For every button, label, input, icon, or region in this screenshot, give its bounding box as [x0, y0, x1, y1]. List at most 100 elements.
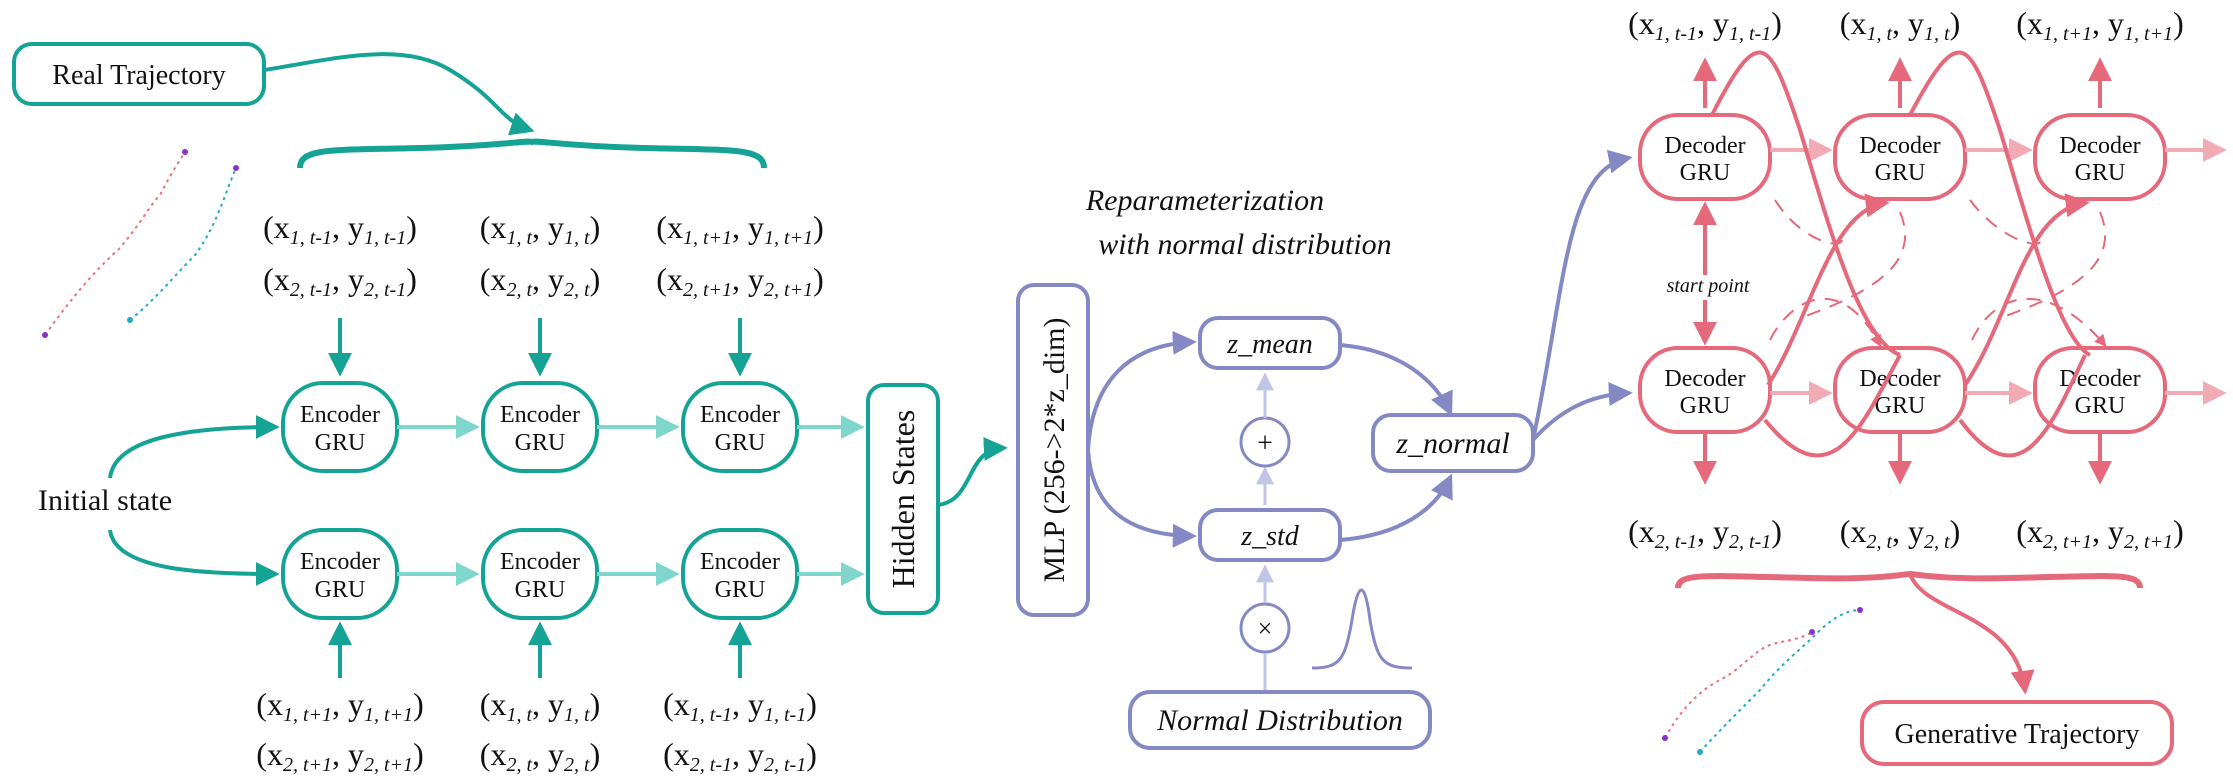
z-normal-box	[1371, 413, 1535, 473]
initial-state-arrow-bottom	[108, 529, 280, 586]
generative-trajectory-thumbnail	[1662, 607, 1863, 755]
gaussian-curve-icon	[1311, 588, 1413, 670]
encoder-label: Encoder	[700, 402, 780, 428]
zstd-to-znormal-arrow	[1339, 473, 1453, 542]
encoder-input-label: (x1, t, y1, t)	[480, 209, 600, 249]
reparam-label-line1: Reparameterization	[1085, 184, 1324, 217]
decoder-label: Decoder	[1859, 366, 1940, 392]
trajectory-point	[42, 332, 48, 338]
encoder-inputs-top: (x1, t-1, y1, t-1) (x1, t, y1, t) (x1, t…	[263, 209, 824, 301]
decoder-label: Decoder	[2059, 133, 2140, 159]
cross-link-dashed	[1774, 199, 1843, 245]
z-std-box	[1198, 508, 1342, 562]
trajectory-point	[182, 149, 188, 155]
decoder-section: (x1, t-1, y1, t-1) (x1, t, y1, t) (x1, t…	[1628, 5, 2227, 766]
decoder-row-2: Decoder GRU Decoder GRU Decoder GRU	[1638, 346, 2227, 434]
zmean-to-znormal-arrow	[1339, 343, 1453, 417]
mlp-to-zstd-arrow	[1086, 449, 1197, 548]
znormal-to-decoder1-arrow	[1531, 149, 1633, 441]
times-label: ×	[1258, 614, 1273, 643]
cross-link-dashed	[1969, 199, 2043, 245]
hidden-states-label: Hidden States	[885, 410, 921, 589]
decoder-label: GRU	[1875, 160, 1926, 186]
trajectory-point	[1662, 735, 1668, 741]
mlp-to-zmean-arrow	[1086, 330, 1197, 451]
encoder-label: Encoder	[300, 549, 380, 575]
generative-trajectory-arrow	[1908, 573, 2035, 695]
decoder-gru-node	[2033, 113, 2167, 201]
encoder-input-label: (x1, t-1, y1, t-1)	[663, 686, 817, 726]
z-std-label: z_std	[1240, 521, 1300, 552]
cross-link-dashed	[1971, 297, 2107, 347]
encoder-section: Real Trajectory (x1, t-1, y1, t-1) (x1, …	[12, 42, 1008, 776]
generative-trajectory-box	[1860, 700, 2174, 766]
decoder-label: Decoder	[1859, 133, 1940, 159]
encoder-label: Encoder	[700, 549, 780, 575]
encoder-label: GRU	[715, 577, 766, 603]
trajectory-red-line	[1664, 631, 1813, 739]
decoder-outputs-top: (x1, t-1, y1, t-1) (x1, t, y1, t) (x1, t…	[1628, 5, 2184, 45]
cross-link-solid	[1763, 354, 1902, 458]
real-trajectory-box	[12, 42, 266, 106]
decoder-outputs-bottom: (x2, t-1, y2, t-1) (x2, t, y2, t) (x2, t…	[1628, 513, 2184, 553]
z-normal-label: z_normal	[1395, 427, 1509, 460]
hidden-states-box	[866, 383, 940, 615]
encoder-label: Encoder	[500, 402, 580, 428]
initial-state-label: Initial state	[38, 484, 172, 517]
cross-link-solid	[1963, 193, 2090, 387]
z-mean-label: z_mean	[1226, 329, 1313, 360]
encoder-input-label: (x2, t+1, y2, t+1)	[656, 261, 823, 301]
decoder-label: GRU	[2075, 393, 2126, 419]
encoder-input-label: (x2, t-1, y2, t-1)	[663, 736, 817, 776]
encoder-label: GRU	[515, 430, 566, 456]
decoder-output-label: (x2, t+1, y2, t+1)	[2016, 513, 2183, 553]
generative-trajectory-label: Generative Trajectory	[1895, 719, 2140, 750]
decoder-label: Decoder	[1664, 133, 1745, 159]
decoder-label: GRU	[1875, 393, 1926, 419]
decoder-output-label: (x1, t, y1, t)	[1840, 5, 1960, 45]
real-trajectory-arrow	[263, 52, 535, 136]
decoder-label: GRU	[1680, 393, 1731, 419]
decoder-gru-node	[1638, 113, 1772, 201]
latent-section: MLP (256->2*z_dim) Reparameterization wi…	[1016, 149, 1633, 750]
trajectory-point	[1809, 629, 1815, 635]
encoder-label: Encoder	[300, 402, 380, 428]
encoder-input-label: (x2, t, y2, t)	[480, 736, 600, 776]
encoder-input-label: (x1, t+1, y1, t+1)	[656, 209, 823, 249]
cross-link-dashed	[1769, 297, 1882, 348]
normal-distribution-label: Normal Distribution	[1156, 704, 1403, 737]
decoder-label: GRU	[2075, 160, 2126, 186]
encoder-input-label: (x1, t, y1, t)	[480, 686, 600, 726]
real-trajectory-label: Real Trajectory	[52, 60, 225, 91]
cross-link-solid	[1710, 50, 1901, 357]
trajectory-cyan-line	[1699, 609, 1861, 753]
trajectory-cyan-line	[129, 167, 237, 321]
plus-label: +	[1257, 428, 1273, 459]
encoder-input-label: (x2, t+1, y2, t+1)	[256, 736, 423, 776]
znormal-to-decoder2-arrow	[1531, 382, 1633, 442]
reparam-label-line2: with normal distribution	[1098, 228, 1391, 261]
top-brace	[297, 138, 767, 169]
encoder-inputs-bottom: (x1, t+1, y1, t+1) (x1, t, y1, t) (x1, t…	[256, 686, 817, 776]
encoder-input-label: (x2, t-1, y2, t-1)	[263, 261, 417, 301]
decoder-output-label: (x2, t, y2, t)	[1840, 513, 1960, 553]
decoder-output-label: (x1, t-1, y1, t-1)	[1628, 5, 1782, 45]
cross-link-solid	[1958, 354, 2087, 458]
decoder-label: GRU	[1680, 160, 1731, 186]
encoder-label: GRU	[315, 577, 366, 603]
trajectory-point	[1697, 749, 1703, 755]
trajectory-point	[233, 165, 239, 171]
times-operator	[1239, 602, 1291, 654]
real-trajectory-thumbnail	[42, 149, 239, 338]
mlp-label: MLP (256->2*z_dim)	[1038, 318, 1071, 583]
decoder-output-label: (x1, t+1, y1, t+1)	[2016, 5, 2183, 45]
encoder-input-label: (x1, t+1, y1, t+1)	[256, 686, 423, 726]
cross-link-solid	[1766, 193, 1890, 387]
encoder-input-label: (x2, t, y2, t)	[480, 261, 600, 301]
encoder-input-label: (x1, t-1, y1, t-1)	[263, 209, 417, 249]
trajectory-red-line	[44, 151, 186, 336]
cross-link-dashed	[1799, 211, 1906, 319]
encoder-row-1: Encoder GRU Encoder GRU Encoder GRU	[281, 381, 865, 473]
trajectory-point	[1857, 607, 1863, 613]
